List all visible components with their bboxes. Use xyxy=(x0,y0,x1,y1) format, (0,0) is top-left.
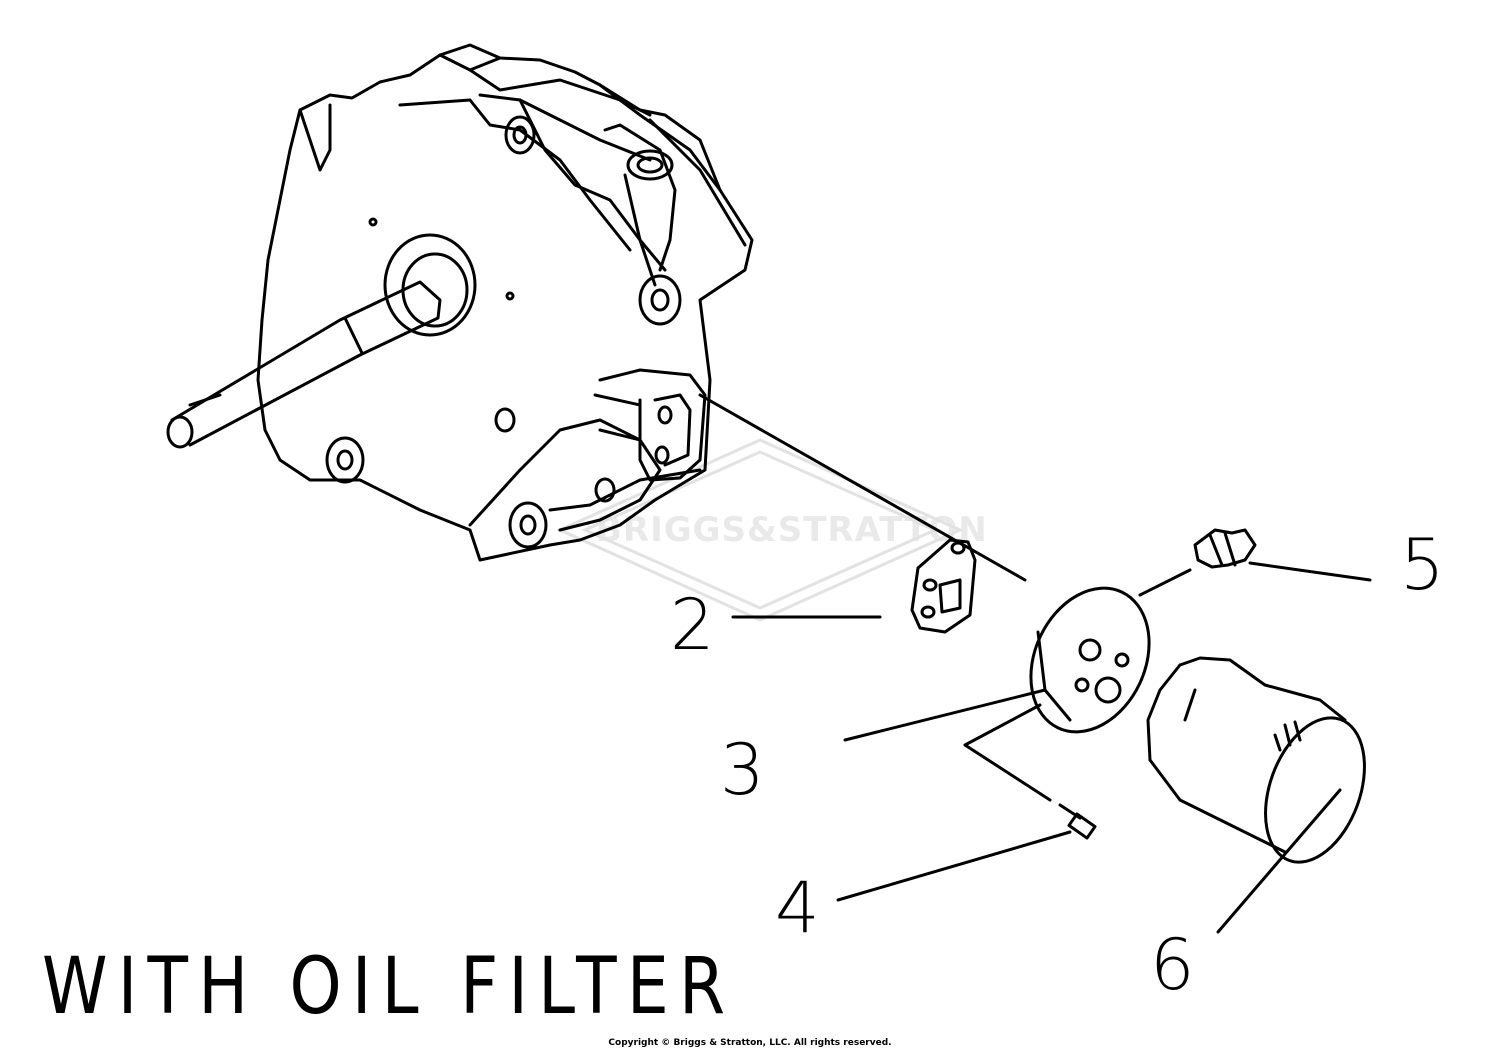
callout-4: 4 xyxy=(775,867,820,949)
callout-2: 2 xyxy=(670,584,715,666)
oil-filter-part-6 xyxy=(1146,656,1366,864)
callout-3: 3 xyxy=(720,729,765,811)
engine-crankcase xyxy=(256,43,754,562)
diagram-title: WITH OIL FILTER xyxy=(42,942,736,1032)
leader-line-4a xyxy=(963,703,1052,802)
pressure-switch-part-5 xyxy=(1138,528,1257,597)
leader-line-3 xyxy=(843,688,1047,742)
leader-line-adapter xyxy=(698,393,1027,582)
gasket-part-2 xyxy=(910,538,977,634)
watermark-logo-text: BRIGGS&STRATTON xyxy=(596,510,988,550)
watermark-logo xyxy=(556,438,964,622)
leader-line-6 xyxy=(1216,788,1342,934)
leader-line-4 xyxy=(836,830,1072,902)
screw-part-4 xyxy=(1058,803,1097,840)
crankshaft xyxy=(166,280,442,449)
callout-6: 6 xyxy=(1150,924,1195,1006)
leader-line-5 xyxy=(1248,561,1372,582)
copyright-notice: Copyright © Briggs & Stratton, LLC. All … xyxy=(608,1038,892,1048)
callout-5: 5 xyxy=(1400,524,1445,606)
